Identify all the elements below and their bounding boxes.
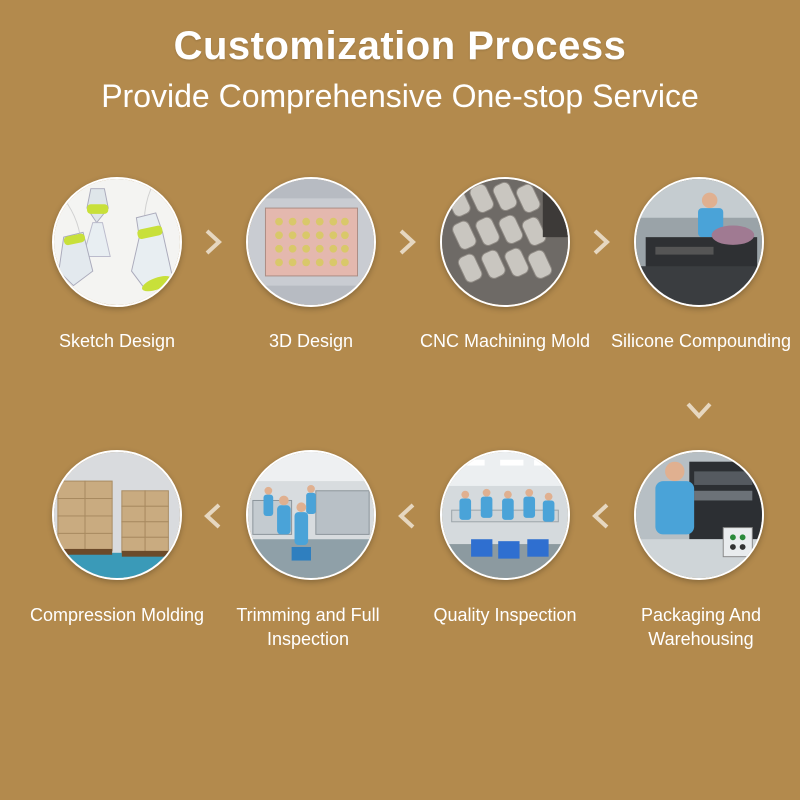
- step-label-3d-design: 3D Design: [268, 331, 354, 351]
- page-title: Customization Process: [173, 24, 627, 68]
- step-sketch-design-image: [52, 177, 182, 307]
- step-quality-inspection-image: [440, 450, 570, 580]
- step-label-compression-molding: Compression Molding: [29, 605, 205, 625]
- step-label-quality-inspection: Quality Inspection: [433, 605, 577, 625]
- step-label-trimming-and-full-inspection: Trimming and Full Inspection: [236, 605, 380, 649]
- warehouse-boxes-icon: [54, 452, 180, 578]
- step-label-sketch-design: Sketch Design: [58, 331, 176, 351]
- arrow-left-icon: [397, 501, 417, 531]
- step-label-silicone-compounding: Silicone Compounding: [610, 331, 792, 351]
- step-warehouse-image: [52, 450, 182, 580]
- press-machine-icon: [636, 452, 762, 578]
- compounding-machine-icon: [636, 179, 762, 305]
- step-silicone-compounding-image: [634, 177, 764, 307]
- step-3d-design-image: [246, 177, 376, 307]
- arrow-left-icon: [203, 501, 223, 531]
- step-cnc-machining-mold-image: [440, 177, 570, 307]
- step-label-cnc-machining-mold: CNC Machining Mold: [419, 331, 591, 351]
- step-label-packaging-and-warehousing: Packaging And Warehousing: [640, 605, 762, 649]
- arrow-right-icon: [203, 227, 223, 257]
- cnc-mold-icon: [442, 179, 568, 305]
- bottle-sketch-icon: [54, 179, 180, 305]
- step-packaging-image: [634, 450, 764, 580]
- arrow-right-icon: [591, 227, 611, 257]
- step-trimming-inspection-image: [246, 450, 376, 580]
- arrow-left-icon: [591, 501, 611, 531]
- mold-3d-icon: [248, 179, 374, 305]
- workshop-icon: [248, 452, 374, 578]
- arrow-down-icon: [684, 400, 714, 422]
- page-subtitle: Provide Comprehensive One-stop Service: [101, 78, 699, 114]
- inspection-line-icon: [442, 452, 568, 578]
- arrow-right-icon: [397, 227, 417, 257]
